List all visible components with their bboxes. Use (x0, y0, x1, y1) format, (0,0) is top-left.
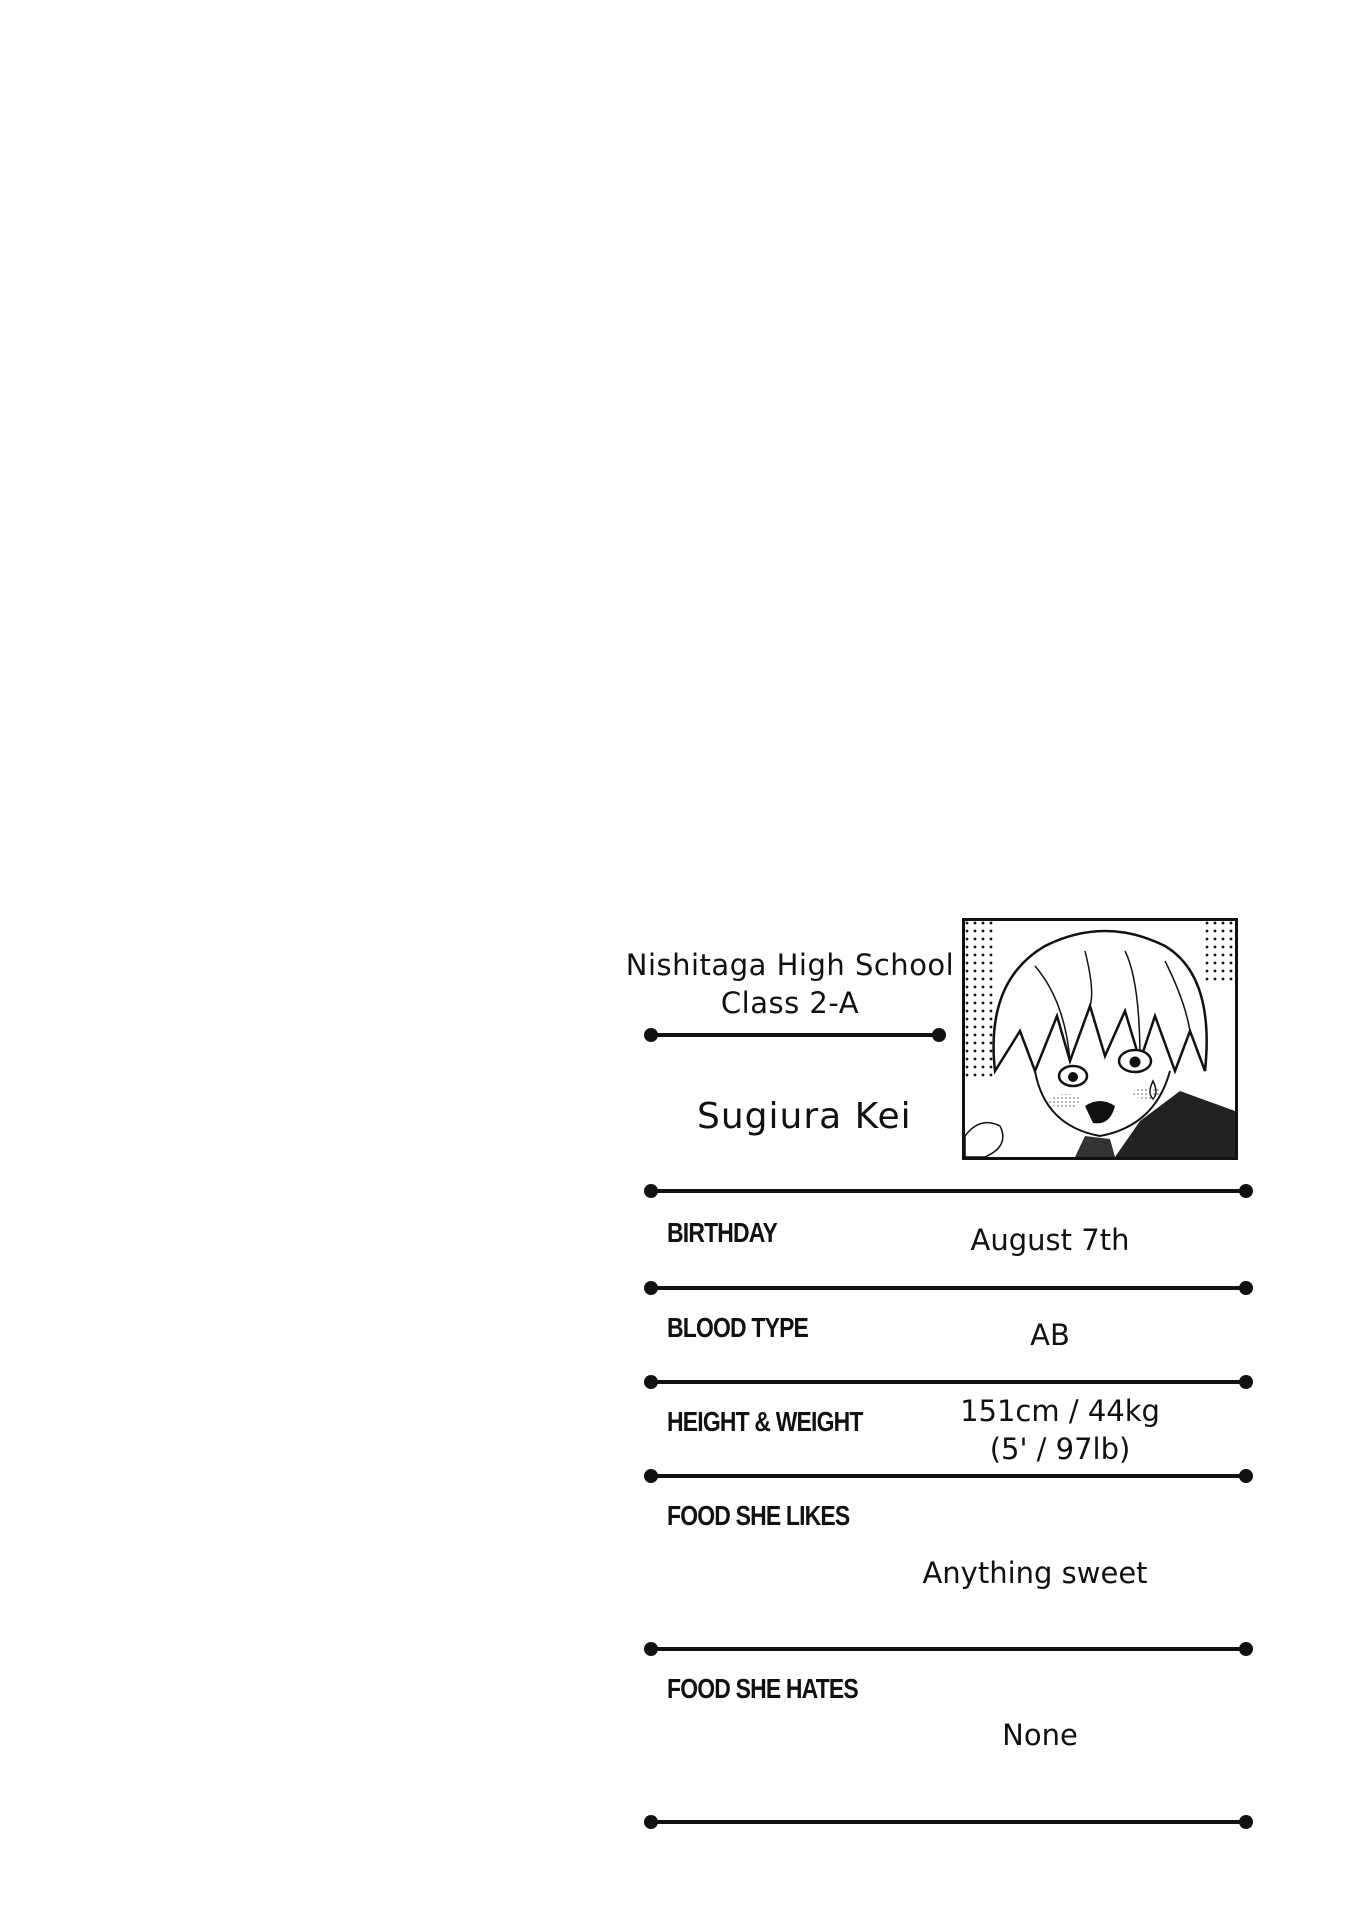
food-likes-label: FOOD SHE LIKES (667, 1500, 850, 1531)
blood-type-value: AB (1030, 1318, 1070, 1352)
fields-bottom-divider (644, 1815, 1253, 1829)
character-name: Sugiura Kei (697, 1096, 912, 1137)
header-divider (644, 1028, 946, 1042)
divider (644, 1469, 1253, 1483)
character-portrait-illustration-icon (965, 921, 1235, 1157)
birthday-label: BIRTHDAY (667, 1217, 778, 1248)
food-hates-label: FOOD SHE HATES (667, 1673, 859, 1704)
school-name: Nishitaga High School (625, 948, 955, 982)
divider (644, 1642, 1253, 1656)
blood-type-label: BLOOD TYPE (667, 1312, 809, 1343)
fields-top-divider (644, 1184, 1253, 1198)
height-weight-value-imperial: (5' / 97lb) (989, 1432, 1131, 1466)
food-likes-value: Anything sweet (922, 1556, 1148, 1590)
divider (644, 1281, 1253, 1295)
height-weight-value-metric: 151cm / 44kg (960, 1394, 1160, 1428)
birthday-value: August 7th (970, 1223, 1130, 1257)
class-name: Class 2-A (720, 986, 860, 1020)
character-portrait (962, 918, 1238, 1160)
height-weight-label: HEIGHT & WEIGHT (667, 1406, 863, 1437)
divider (644, 1375, 1253, 1389)
food-hates-value: None (1002, 1718, 1078, 1752)
